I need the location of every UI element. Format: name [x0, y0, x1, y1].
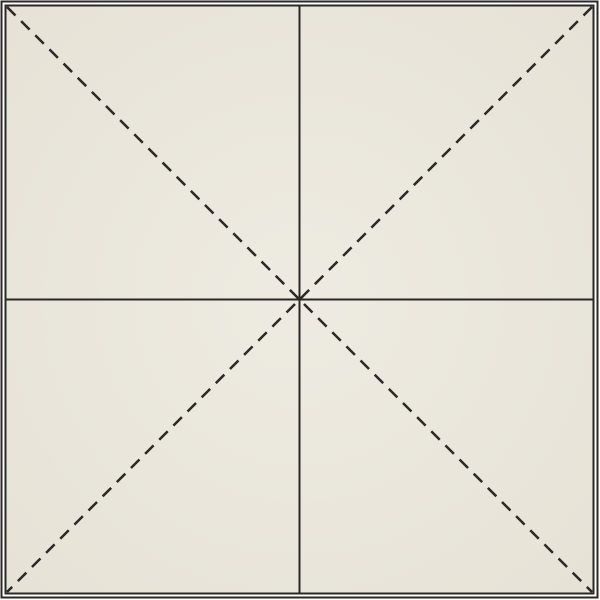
- diagonal-line-main: [6, 6, 593, 593]
- inner-border: [4, 4, 595, 595]
- diagonal-line-anti: [6, 6, 593, 593]
